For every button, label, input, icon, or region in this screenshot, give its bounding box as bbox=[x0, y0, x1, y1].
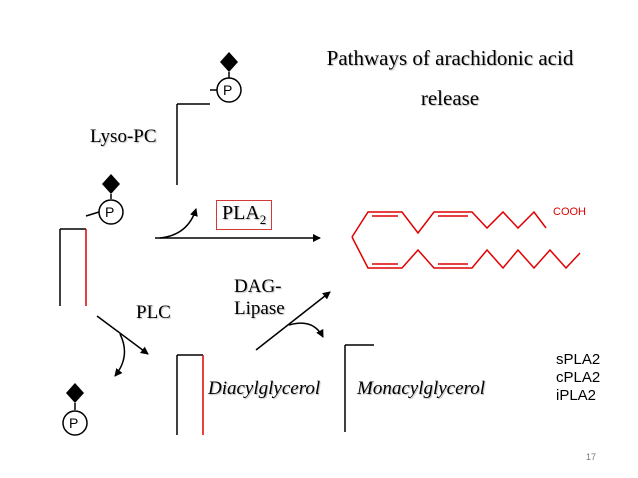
dag-lipase-line-1: DAG- bbox=[234, 276, 282, 297]
diacylglycerol-structure bbox=[176, 354, 204, 435]
lyso-pc-molecule bbox=[176, 52, 242, 185]
head-diamond-icon bbox=[66, 383, 84, 403]
dag-lipase-line-2: Lipase bbox=[234, 298, 285, 319]
monacylglycerol-label: Monacylglycerol bbox=[357, 378, 486, 399]
monacylglycerol-structure bbox=[344, 344, 374, 432]
head-diamond-icon bbox=[220, 52, 238, 72]
cooh-label: COOH bbox=[553, 206, 586, 218]
plc-curved-arrow bbox=[114, 333, 126, 377]
enzyme-item: cPLA2 bbox=[556, 369, 601, 386]
arachidonic-acid-structure bbox=[351, 210, 581, 270]
arachidonic-upper-chain bbox=[351, 210, 547, 238]
page-title: Pathways of arachidonic acid release bbox=[300, 38, 600, 118]
phosphate-label: P bbox=[69, 415, 79, 431]
phosphate-circle bbox=[62, 410, 88, 436]
title-line-1: Pathways of arachidonic acid bbox=[326, 46, 574, 70]
page-number: 17 bbox=[586, 452, 597, 462]
arachidonic-lower-chain bbox=[351, 236, 581, 270]
phosphate-label: P bbox=[105, 204, 115, 220]
phosphate-label: P bbox=[223, 82, 233, 98]
pla2-label: PLA2 bbox=[222, 202, 267, 227]
pla2-curved-arrow bbox=[159, 208, 198, 239]
lyso-pc-label: Lyso-PC bbox=[90, 126, 157, 147]
enzyme-list: sPLA2 cPLA2 iPLA2 bbox=[556, 351, 600, 405]
dag-lipase-curved-arrow bbox=[288, 322, 324, 338]
dag-lipase-label: DAG- Lipase bbox=[234, 276, 285, 320]
head-diamond-icon bbox=[102, 174, 120, 194]
dag-lipase-main-arrow bbox=[255, 291, 331, 351]
enzyme-item: sPLA2 bbox=[556, 351, 601, 368]
title-line-2: release bbox=[420, 86, 480, 110]
pla2-box bbox=[216, 200, 272, 230]
plc-label: PLC bbox=[136, 302, 171, 323]
phospholipid-molecule bbox=[59, 174, 124, 306]
released-phosphate bbox=[62, 383, 88, 436]
enzyme-item: iPLA2 bbox=[556, 387, 597, 404]
plc-main-arrow bbox=[96, 315, 149, 355]
diacylglycerol-label: Diacylglycerol bbox=[208, 378, 321, 399]
